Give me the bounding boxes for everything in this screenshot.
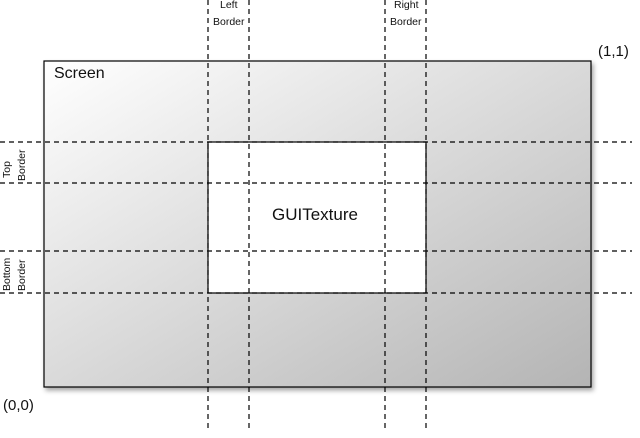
top-border-label-line1: Top xyxy=(1,161,13,178)
screen-label: Screen xyxy=(54,65,105,82)
left-border-label-line2: Border xyxy=(213,16,245,28)
max-corner-coordinate-label: (1,1) xyxy=(598,43,629,60)
origin-coordinate-label: (0,0) xyxy=(3,397,34,414)
top-border-label-line2: Border xyxy=(16,149,28,181)
gui-texture-label: GUITexture xyxy=(272,205,358,224)
right-border-label-line1: Right xyxy=(394,0,419,11)
bottom-border-label-line2: Border xyxy=(16,259,28,291)
horizontal-border-lines xyxy=(0,141,632,294)
bottom-border-label-line1: Bottom xyxy=(1,257,13,291)
right-border-label-line2: Border xyxy=(390,16,422,28)
left-border-label-line1: Left xyxy=(220,0,238,11)
gui-texture-rect xyxy=(207,141,427,294)
